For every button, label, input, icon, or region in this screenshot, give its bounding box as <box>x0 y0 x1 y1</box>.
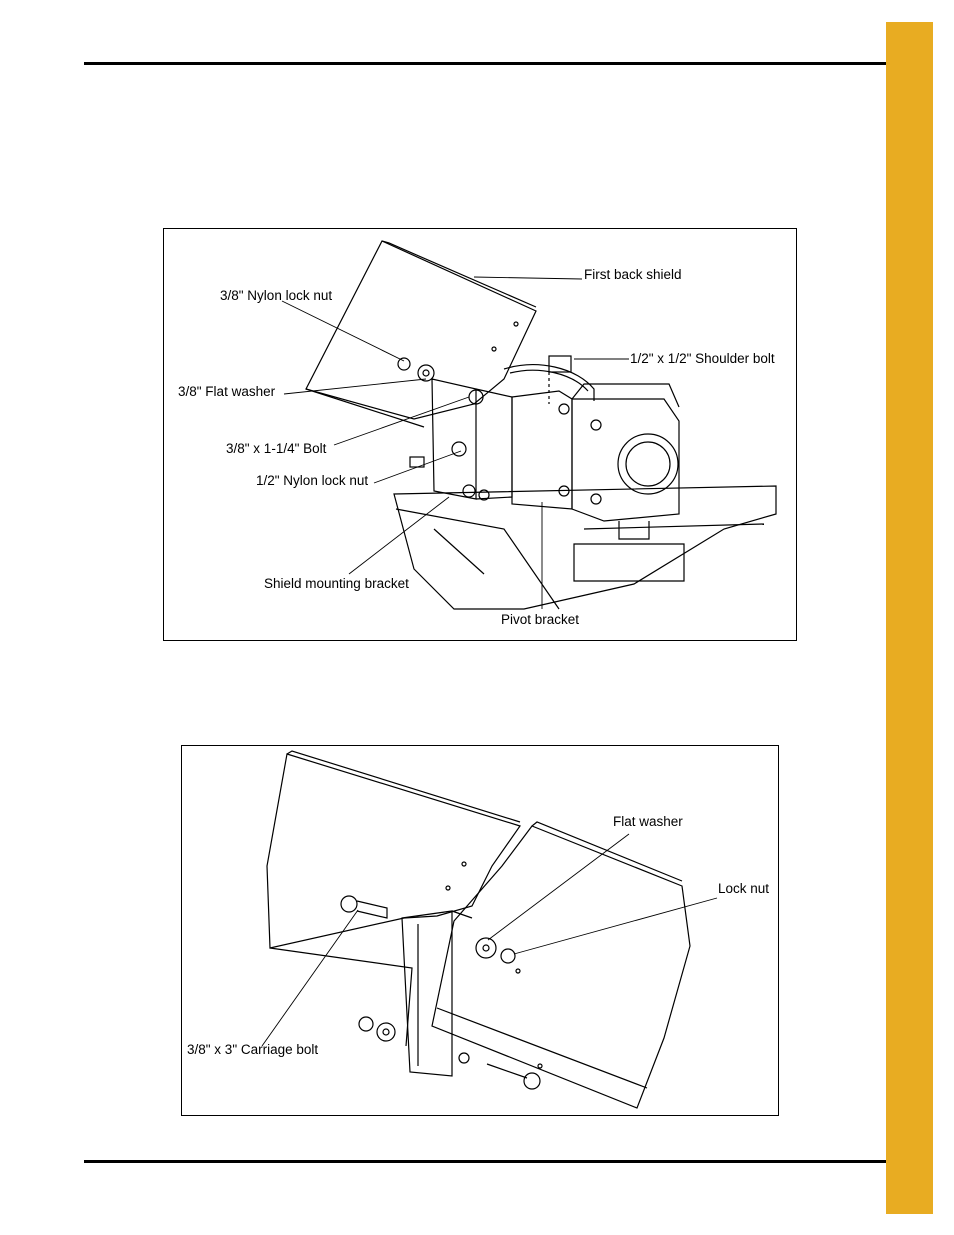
side-chapter-tab <box>886 22 933 1214</box>
carriage-bolt-shank <box>356 900 388 919</box>
label-first-back-shield: First back shield <box>584 267 682 282</box>
gearbox-bolt <box>590 419 602 431</box>
pivot-bolt <box>558 403 570 415</box>
shield-hole <box>515 968 521 974</box>
pivot-disc-inner <box>509 369 589 392</box>
header-rule <box>84 62 926 65</box>
pivot-disc <box>503 364 595 401</box>
lower-bolt-head <box>523 1072 541 1090</box>
pivot-bolt <box>558 485 570 497</box>
lower-left-washer <box>376 1022 396 1042</box>
lower-nut <box>458 1052 470 1064</box>
bracket-side <box>475 388 513 500</box>
nylon-lock-nut-38 <box>397 357 411 371</box>
figure-1-pivot-bracket-assembly: First back shield 3/8" Nylon lock nut 1/… <box>163 228 797 641</box>
right-shield-bottom-flange <box>436 1007 648 1089</box>
shield-top-flange <box>381 240 537 308</box>
flat-washer-38 <box>417 364 435 382</box>
label-nylon-lock-nut-12: 1/2" Nylon lock nut <box>256 473 369 488</box>
figure-1-drawing <box>281 240 777 610</box>
label-shoulder-bolt: 1/2" x 1/2" Shoulder bolt <box>630 351 775 366</box>
shield-hole <box>537 1063 543 1069</box>
gearbox-port-inner <box>625 441 671 487</box>
connecting-bracket <box>401 910 453 1077</box>
lower-support <box>573 543 685 582</box>
shield-hole <box>491 346 497 352</box>
label-lock-nut: Lock nut <box>718 881 770 896</box>
shoulder-bolt <box>548 355 572 373</box>
label-shield-mounting-bracket: Shield mounting bracket <box>264 576 409 591</box>
gearbox-bolt <box>590 493 602 505</box>
base-crease <box>433 528 485 575</box>
shield-hole <box>513 321 519 327</box>
label-pivot-bracket: Pivot bracket <box>501 612 580 627</box>
right-shield-top-flange <box>531 821 683 882</box>
washer-lower <box>462 484 476 498</box>
shield-hole <box>461 861 467 867</box>
label-bolt-38x114: 3/8" x 1-1/4" Bolt <box>226 441 327 456</box>
base-edge <box>395 508 560 610</box>
bracket-top-lip <box>451 910 473 919</box>
label-flat-washer-38: 3/8" Flat washer <box>178 384 276 399</box>
flat-washer <box>475 937 497 959</box>
gearbox-body <box>571 398 680 522</box>
figure-2-shield-connection: Flat washer Lock nut 3/8" x 3" Carriage … <box>181 745 779 1116</box>
left-back-shield <box>266 753 521 949</box>
base-housing <box>393 485 777 610</box>
shield-hole <box>445 885 451 891</box>
lower-bolt-shank <box>486 1063 528 1079</box>
label-nylon-lock-nut-38: 3/8" Nylon lock nut <box>220 288 333 303</box>
nut-lower <box>478 489 490 501</box>
carriage-bolt-head <box>340 895 358 913</box>
left-shield-top-flange <box>286 750 521 823</box>
left-shield-bottom-flange <box>269 947 413 1047</box>
figure-2-drawing <box>261 750 718 1109</box>
gearbox-port <box>617 433 679 495</box>
footer-rule <box>84 1160 926 1163</box>
label-flat-washer: Flat washer <box>613 814 683 829</box>
lower-left-nut <box>358 1016 374 1032</box>
base-rail <box>583 523 765 530</box>
gearbox-top <box>571 383 680 408</box>
nylon-lock-nut-12-item <box>451 441 467 457</box>
right-back-shield <box>431 825 691 1109</box>
lock-nut <box>500 948 516 964</box>
gearbox-shaft <box>618 521 650 540</box>
label-carriage-bolt: 3/8" x 3" Carriage bolt <box>187 1042 319 1057</box>
shield-bottom-flange <box>305 388 425 428</box>
